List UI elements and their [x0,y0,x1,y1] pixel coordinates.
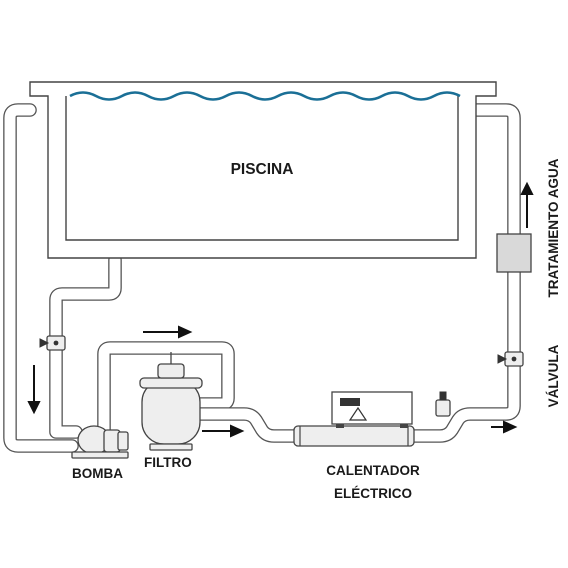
arrow-icon [202,424,245,438]
filter-label: FILTRO [144,455,192,470]
filter [139,352,203,451]
water-surface [69,91,461,101]
pump [71,425,129,459]
pool-inner-wall [65,96,459,241]
pump-label: BOMBA [72,466,123,481]
heater-label-line1: CALENTADOR [326,463,420,478]
electric-heater [293,391,415,447]
arrow-icon [491,420,518,434]
water-treatment-label: TRATAMIENTO AGUA [546,158,561,297]
pipe-network [3,103,521,453]
warning-triangle-icon [348,406,368,421]
pool: PISCINA [29,81,497,259]
outlet-sensor [435,391,451,417]
right-valve[interactable] [497,351,524,367]
arrow-icon [143,325,193,339]
pool-label: PISCINA [231,161,294,178]
arrow-icon [520,181,534,228]
heater-label-line2: ELÉCTRICO [334,486,412,501]
valve-label: VÁLVULA [546,344,561,407]
pool-basin [29,81,497,259]
water-treatment-unit [496,233,532,273]
arrow-icon [27,365,41,415]
left-valve [39,335,66,351]
heater-control-box [331,391,413,425]
flow-arrows [27,181,534,438]
